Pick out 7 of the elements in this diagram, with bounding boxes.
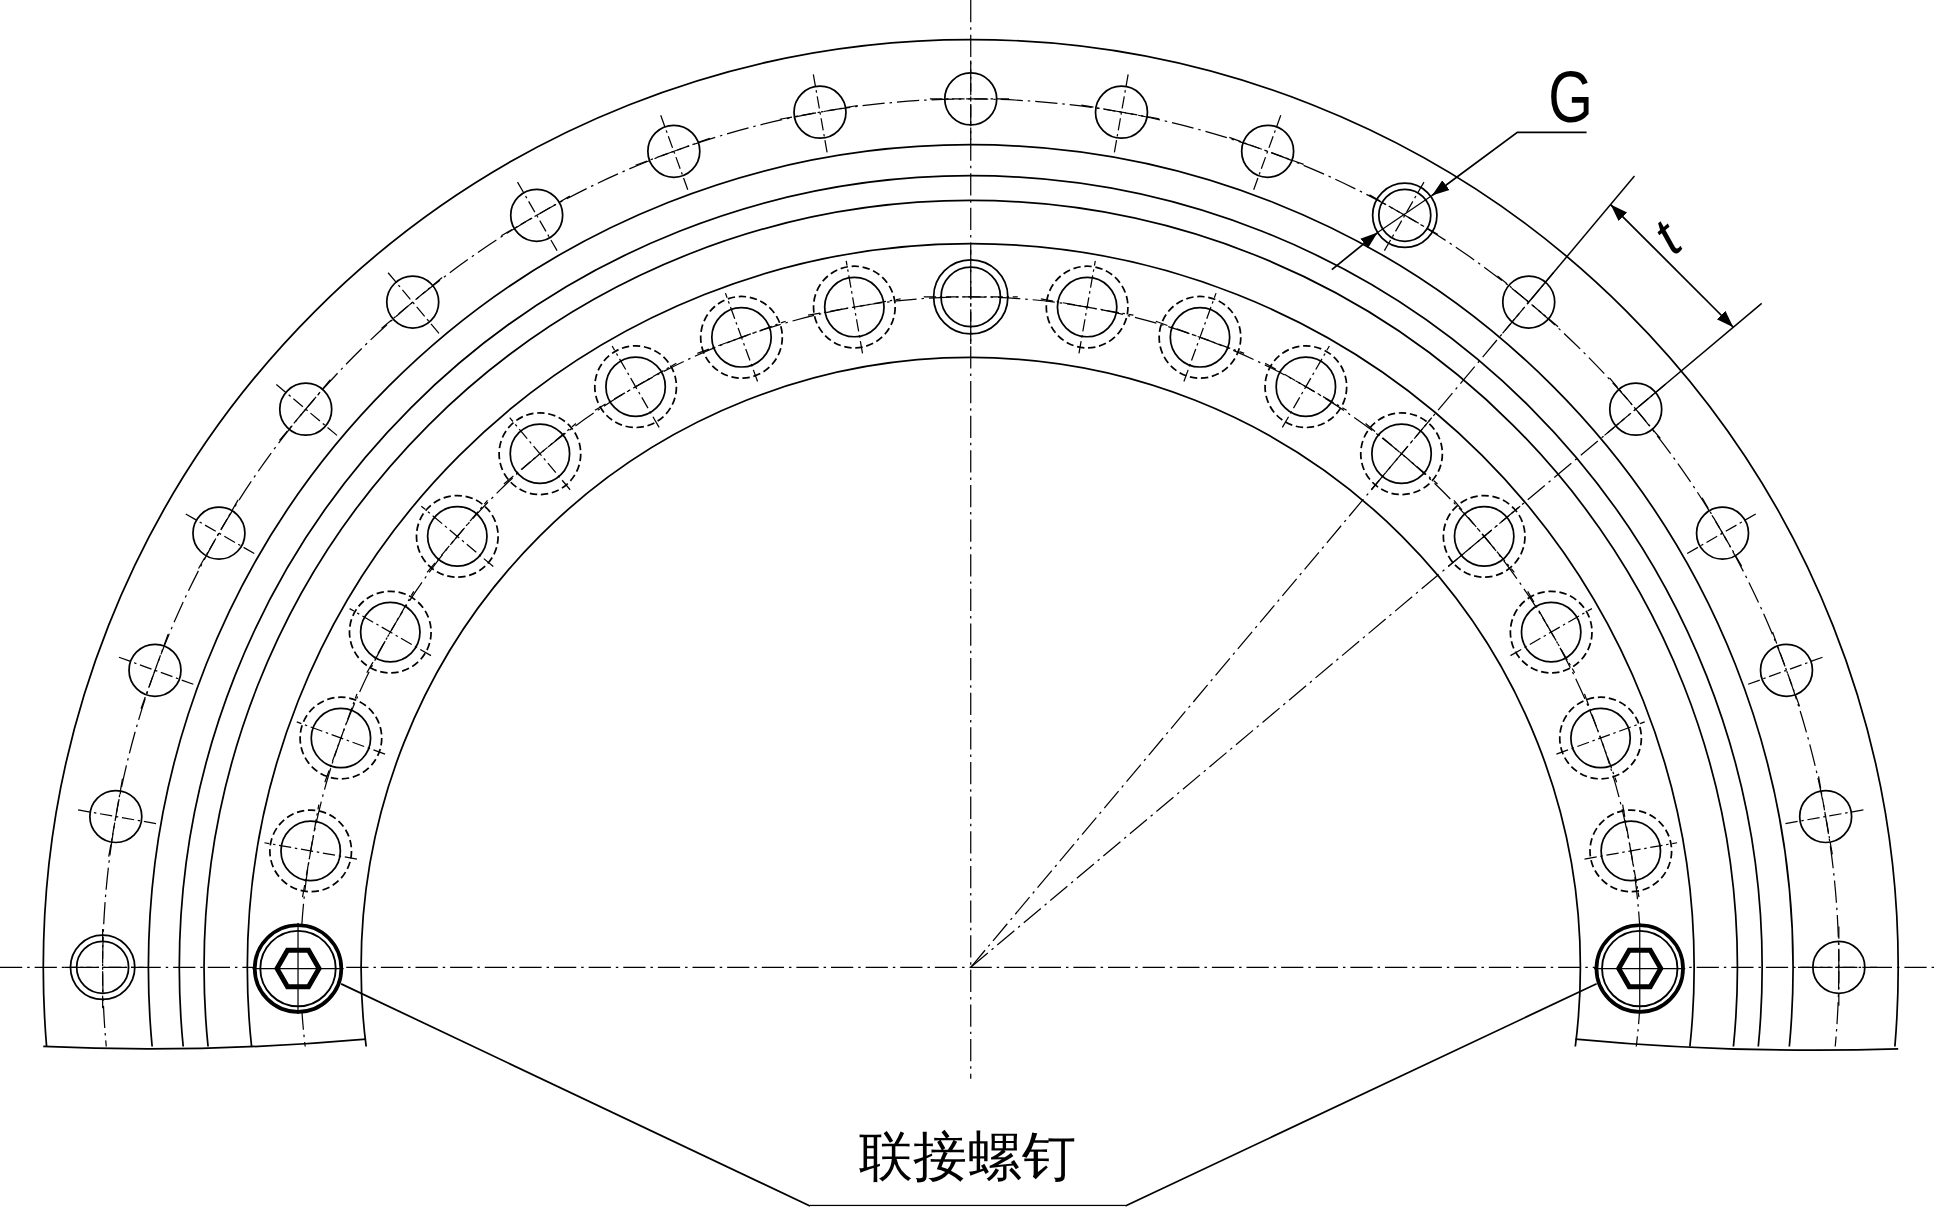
socket-screw-icon [252, 922, 344, 1015]
dimension-label: t [1643, 211, 1691, 264]
leader-line [340, 983, 811, 1207]
callout-label: 联接螺钉 [810, 1110, 1126, 1207]
socket-screw-icon [1594, 922, 1686, 1015]
leader-line [1124, 982, 1598, 1207]
dimension-label: G [1548, 61, 1593, 134]
